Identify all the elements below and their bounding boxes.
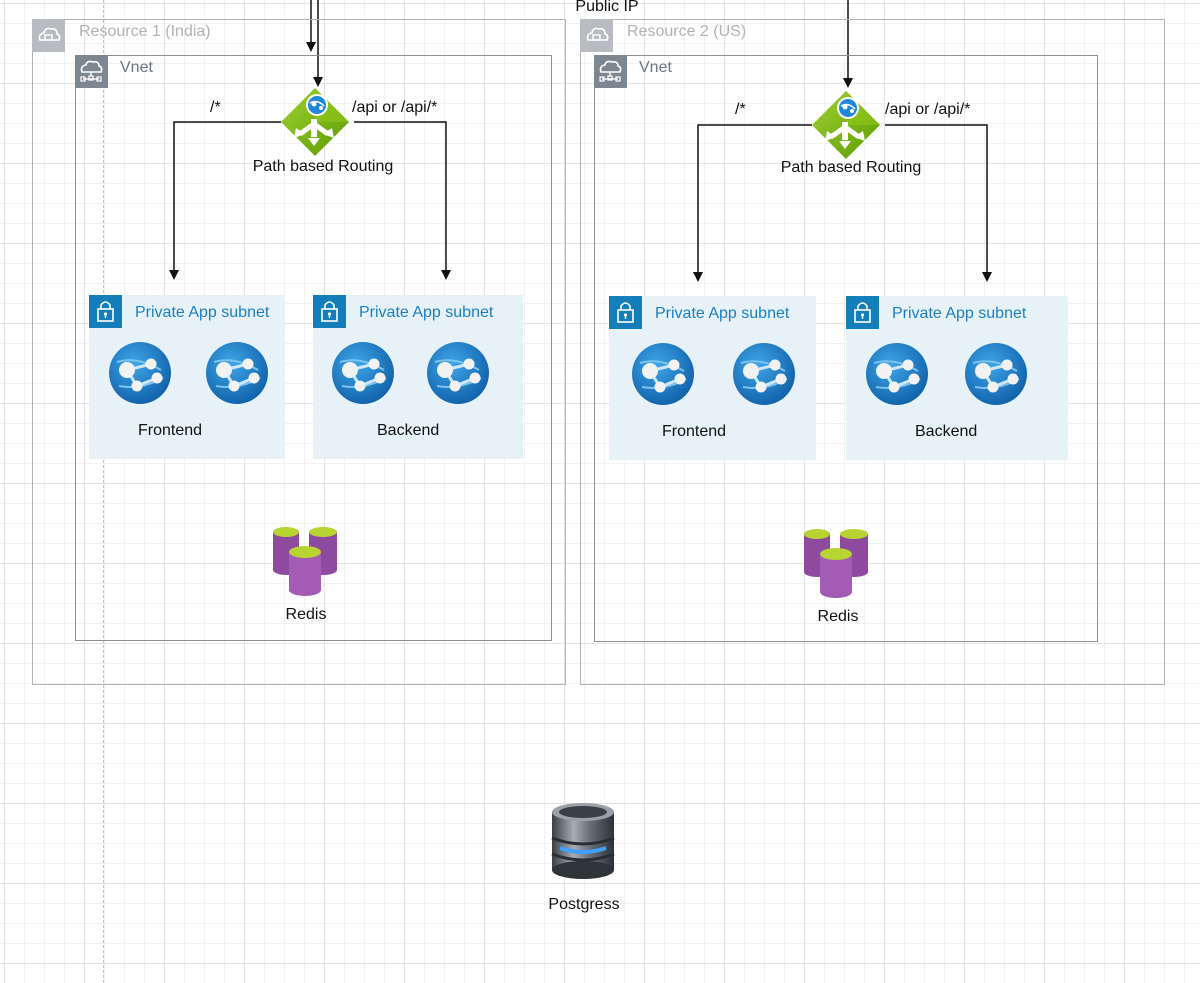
lock-icon <box>89 295 122 328</box>
app-service-icon[interactable] <box>630 341 696 407</box>
resource-group-2[interactable]: Resource 2 (US) <box>580 19 1165 685</box>
route-label-root: /* <box>210 99 221 116</box>
virtual-network-icon <box>594 55 627 88</box>
resource-label: Resource 2 (US) <box>627 23 747 40</box>
route-label-root: /* <box>735 101 746 118</box>
public-ip-label: Public IP <box>575 0 639 15</box>
lock-icon <box>609 296 642 329</box>
vnet-label: Vnet <box>639 59 672 76</box>
subnet-backend[interactable]: Private App subnet Backend <box>846 296 1068 460</box>
resource-label: Resource 1 (India) <box>79 23 211 40</box>
subnet-label-frontend: Frontend <box>138 422 203 439</box>
subnet-backend[interactable]: Private App subnet Backend <box>313 295 523 459</box>
vnet-2[interactable]: Vnet <box>594 55 1098 642</box>
vnet-label: Vnet <box>120 59 153 76</box>
app-service-icon[interactable] <box>864 341 930 407</box>
application-gateway-icon[interactable] <box>279 86 351 158</box>
route-arrow-1-api <box>354 121 451 280</box>
subnet-title: Private App subnet <box>135 304 270 321</box>
lock-icon <box>313 295 346 328</box>
database-icon[interactable] <box>548 802 618 880</box>
route-arrow-1-root <box>169 121 281 280</box>
subnet-title: Private App subnet <box>359 304 494 321</box>
redis-label: Redis <box>817 608 859 625</box>
subnet-label-backend: Backend <box>377 422 440 439</box>
app-service-icon[interactable] <box>204 340 270 406</box>
subnet-title: Private App subnet <box>655 305 790 322</box>
application-gateway-icon[interactable] <box>810 89 882 161</box>
virtual-network-icon <box>75 55 108 88</box>
app-service-icon[interactable] <box>425 340 491 406</box>
route-arrow-2-root <box>693 124 812 282</box>
app-service-icon[interactable] <box>330 340 396 406</box>
cloud-resource-icon <box>580 19 613 52</box>
route-label-api: /api or /api/* <box>352 99 438 116</box>
cloud-resource-icon <box>32 19 65 52</box>
database-label: Postgress <box>548 896 620 913</box>
subnet-frontend[interactable]: Private App subnet Frontend <box>89 295 285 459</box>
subnet-frontend[interactable]: Private App subnet Frontend <box>609 296 816 460</box>
route-arrow-2-api <box>885 124 992 282</box>
app-service-icon[interactable] <box>731 341 797 407</box>
dashed-guide-line <box>103 0 104 983</box>
subnet-title: Private App subnet <box>892 305 1027 322</box>
lock-icon <box>846 296 879 329</box>
subnet-label-backend: Backend <box>915 423 978 440</box>
redis-cache-icon[interactable] <box>800 526 874 600</box>
resource-group-1[interactable]: Resource 1 (India) <box>32 19 566 685</box>
routing-label: Path based Routing <box>252 158 394 175</box>
redis-cache-icon[interactable] <box>269 524 343 598</box>
subnet-label-frontend: Frontend <box>662 423 727 440</box>
redis-label: Redis <box>285 606 327 623</box>
app-service-icon[interactable] <box>963 341 1029 407</box>
vnet-1[interactable]: Vnet <box>75 55 552 641</box>
route-label-api: /api or /api/* <box>885 101 971 118</box>
app-service-icon[interactable] <box>107 340 173 406</box>
routing-label: Path based Routing <box>780 159 922 176</box>
